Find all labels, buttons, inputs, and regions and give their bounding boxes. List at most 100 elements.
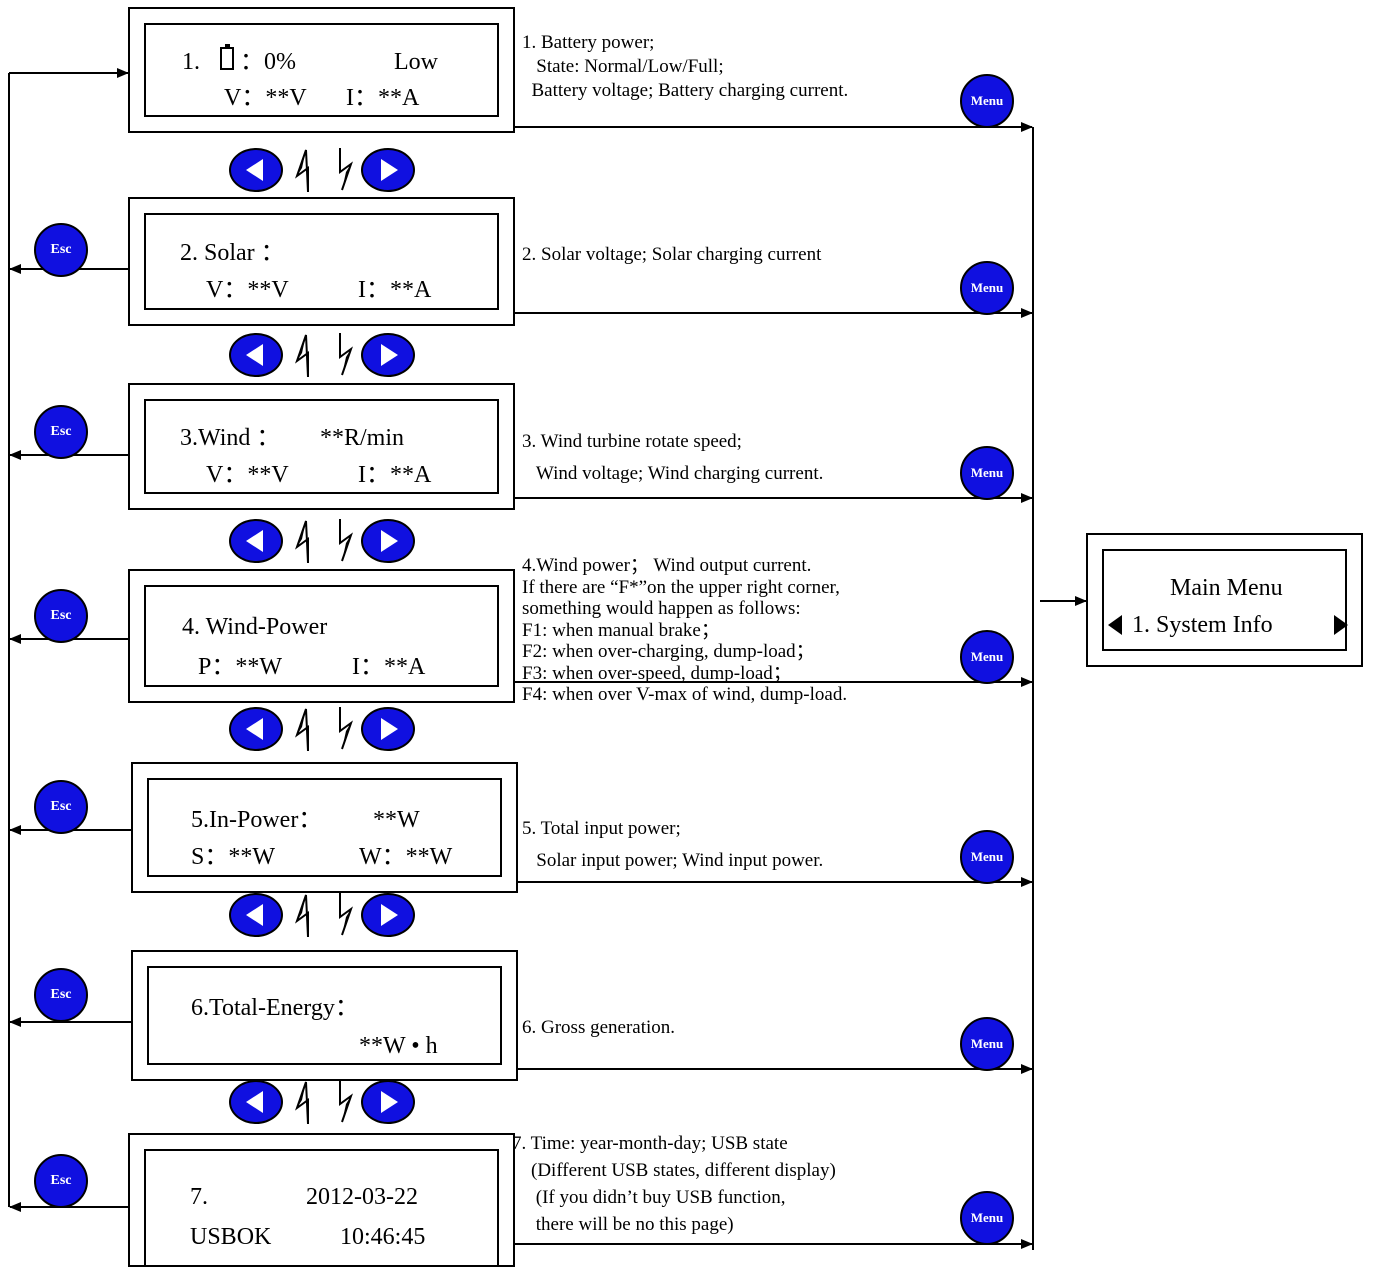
page-up-arrowhead [297, 1082, 306, 1108]
menu-button[interactable]: Menu [960, 1017, 1014, 1071]
description-line: there will be no this page) [512, 1214, 734, 1235]
next-page-button[interactable] [361, 707, 415, 751]
previous-page-button[interactable] [229, 333, 283, 377]
esc-button[interactable]: Esc [34, 405, 88, 459]
wind-title: 3.Wind ： [180, 425, 281, 451]
main-menu-item: 1. System Info [1132, 612, 1273, 638]
page-down-symbol [339, 148, 353, 191]
triangle-left-icon [246, 159, 263, 181]
wind-current: I：**A [358, 462, 432, 488]
menu-button[interactable]: Menu [960, 830, 1014, 884]
page-switch-symbols [295, 148, 353, 1125]
page-up-symbol [295, 894, 309, 938]
previous-page-button[interactable] [229, 148, 283, 192]
page-down-symbol [339, 893, 353, 936]
main-menu-title: Main Menu [1170, 575, 1283, 601]
page-up-arrowhead [297, 895, 306, 921]
page-down-symbol [339, 1080, 353, 1123]
page-up-symbol [295, 149, 309, 193]
next-page-button[interactable] [361, 893, 415, 937]
total-energy-title: 6.Total-Energy： [191, 995, 359, 1021]
triangle-left-icon[interactable] [1108, 615, 1122, 635]
page-down-symbol [339, 333, 353, 376]
esc-button[interactable]: Esc [34, 589, 88, 643]
page-down-arrowhead [342, 164, 351, 190]
triangle-right-icon [381, 344, 398, 366]
triangle-right-icon [381, 1091, 398, 1113]
in-power-total: **W [373, 807, 420, 833]
esc-button[interactable]: Esc [34, 780, 88, 834]
menu-button[interactable]: Menu [960, 1191, 1014, 1245]
description-line: something would happen as follows: [522, 598, 801, 619]
description-line: F2: when over-charging, dump-load； [522, 641, 815, 662]
previous-page-button[interactable] [229, 1080, 283, 1124]
solar-voltage: V：**V [206, 277, 289, 303]
screen-wind: 3.Wind ： **R/min V：**V I：**A [128, 383, 515, 510]
wind-power-title: 4. Wind-Power [182, 614, 328, 640]
page-down-arrowhead [342, 349, 351, 375]
page-down-symbol [339, 519, 353, 562]
battery-empty-icon [220, 44, 234, 70]
triangle-right-icon[interactable] [1334, 615, 1348, 635]
page-down-arrowhead [342, 909, 351, 935]
page-down-symbol [339, 707, 353, 750]
screen-wind-power: 4. Wind-Power P：**W I：**A [128, 569, 515, 703]
lcd-display: 6.Total-Energy： **W • h [147, 966, 502, 1065]
lcd-display: 4. Wind-Power P：**W I：**A [144, 585, 499, 687]
description-line: Wind voltage; Wind charging current. [522, 463, 824, 484]
description-line: Solar input power; Wind input power. [522, 850, 824, 871]
menu-button[interactable]: Menu [960, 261, 1014, 315]
esc-button[interactable]: Esc [34, 1154, 88, 1208]
screen-total-energy: 6.Total-Energy： **W • h [131, 950, 518, 1081]
description-line: If there are “F*”on the upper right corn… [522, 576, 840, 598]
description-line: 6. Gross generation. [522, 1017, 676, 1038]
page-down-arrowhead [342, 535, 351, 561]
description-line: Battery voltage; Battery charging curren… [522, 80, 849, 101]
total-energy-value: **W • h [359, 1033, 438, 1059]
description-line: (Different USB states, different display… [512, 1160, 836, 1181]
in-power-wind: W：**W [359, 844, 453, 870]
previous-page-button[interactable] [229, 893, 283, 937]
page-up-symbol [295, 1081, 309, 1125]
screen-solar: 2. Solar ： V：**V I：**A [128, 197, 515, 326]
esc-button[interactable]: Esc [34, 968, 88, 1022]
menu-button[interactable]: Menu [960, 446, 1014, 500]
screen-in-power: 5.In-Power： **W S：**W W：**W [131, 762, 518, 893]
description-line: 5. Total input power; [522, 818, 681, 839]
usb-state: USBOK [190, 1224, 272, 1250]
menu-button[interactable]: Menu [960, 630, 1014, 684]
screen-time-usb: 7. 2012-03-22 USBOK 10:46:45 [128, 1133, 515, 1267]
page-down-arrowhead [342, 723, 351, 749]
date-value: 2012-03-22 [306, 1184, 418, 1210]
in-power-title: 5.In-Power： [191, 807, 323, 833]
triangle-right-icon [381, 718, 398, 740]
page-up-arrowhead [297, 709, 306, 735]
lcd-display: 7. 2012-03-22 USBOK 10:46:45 [144, 1149, 499, 1265]
time-value: 10:46:45 [340, 1224, 426, 1250]
battery-current: I：**A [346, 85, 420, 111]
description-line: (If you didn’t buy USB function, [512, 1187, 786, 1208]
page-up-arrowhead [297, 150, 306, 176]
main-menu-screen: Main Menu 1. System Info [1086, 533, 1363, 667]
previous-page-button[interactable] [229, 519, 283, 563]
esc-button[interactable]: Esc [34, 223, 88, 277]
menu-button[interactable]: Menu [960, 74, 1014, 128]
next-page-button[interactable] [361, 333, 415, 377]
previous-page-button[interactable] [229, 707, 283, 751]
page-up-arrowhead [297, 521, 306, 547]
screen-1-index: 1. [182, 49, 200, 75]
wind-voltage: V：**V [206, 462, 289, 488]
lcd-display: 5.In-Power： **W S：**W W：**W [147, 778, 502, 877]
triangle-left-icon [246, 344, 263, 366]
next-page-button[interactable] [361, 519, 415, 563]
page-down-arrowhead [342, 1096, 351, 1122]
lcd-display: Main Menu 1. System Info [1102, 549, 1348, 651]
next-page-button[interactable] [361, 148, 415, 192]
lcd-display: 3.Wind ： **R/min V：**V I：**A [144, 399, 499, 494]
page-up-arrowhead [297, 335, 306, 361]
next-page-button[interactable] [361, 1080, 415, 1124]
battery-voltage: V：**V [224, 85, 307, 111]
page-up-symbol [295, 334, 309, 378]
